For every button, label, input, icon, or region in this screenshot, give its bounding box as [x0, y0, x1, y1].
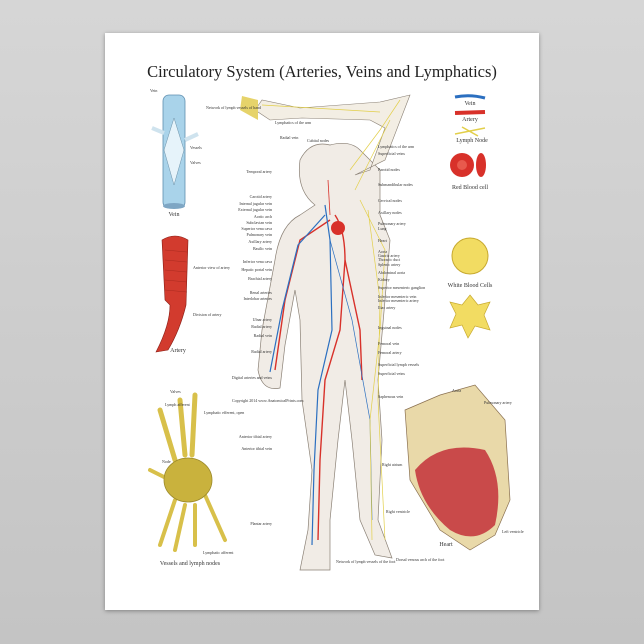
- label-node: Node: [162, 459, 171, 464]
- label-right-ventricle: Right ventricle: [386, 509, 410, 514]
- label-right: Axillary nodes: [378, 210, 402, 215]
- poster-title: Circulatory System (Arteries, Veins and …: [147, 62, 497, 81]
- label-vein: Vein: [150, 88, 158, 93]
- label-valves: Valves: [190, 160, 201, 165]
- label-right: Submandibular nodes: [378, 182, 413, 187]
- label-left: Aortic arch: [253, 214, 272, 219]
- label-left: Interlobar arteries: [243, 296, 272, 301]
- lymph-node-illustration: [148, 392, 227, 552]
- label-left: Radial artery: [251, 349, 272, 354]
- label-left: Superior vena cava: [241, 226, 272, 231]
- label-left: Carotid artery: [249, 194, 272, 199]
- label-right: Kidney: [378, 277, 390, 282]
- caption-lymph: Vessels and lymph nodes: [159, 561, 221, 567]
- label-left: Anterior tibial vein: [241, 446, 272, 451]
- label-left: Basilic vein: [253, 246, 272, 251]
- label-left: Ulnar artery: [252, 317, 272, 322]
- label-artery-division: Division of artery: [193, 312, 222, 317]
- label-right: Parotid nodes: [378, 167, 400, 172]
- artery-illustration: [155, 235, 189, 353]
- legend-vein-swatch: [454, 94, 486, 100]
- heart-illustration: [404, 384, 511, 551]
- caption-heart: Heart: [439, 542, 453, 548]
- label-right: Thoracic duct: [378, 257, 401, 262]
- label-left: Internal jugular vein: [239, 201, 272, 206]
- arteries: [274, 179, 363, 541]
- label-heart-aorta: Aorta: [452, 388, 462, 393]
- label-right: Femoral vein: [378, 341, 400, 346]
- vein-illustration: [151, 94, 199, 209]
- label-left: Anterior tibial artery: [238, 434, 272, 439]
- label-left: Inferior vena cava: [242, 259, 272, 264]
- label-left: Digital arteries and veins: [231, 375, 272, 380]
- label-right: Superficial veins: [378, 151, 405, 156]
- label-right: Heart: [378, 238, 387, 243]
- legend-artery-swatch: [454, 110, 486, 115]
- label-right: Lung: [378, 226, 387, 231]
- label-right: Splenic artery: [378, 262, 401, 267]
- label-right: Inferior mesenteric vein: [378, 294, 417, 299]
- label-right: Aorta: [378, 249, 388, 254]
- heart-mark: [331, 221, 345, 235]
- label-left: Brachial artery: [248, 276, 272, 281]
- label-left: Subclavian vein: [246, 220, 272, 225]
- label-left: Pulmonary vein: [246, 232, 272, 237]
- label-right: Superficial veins: [378, 371, 405, 376]
- label-lymphatic-afferent: Lymphatic afferent: [203, 550, 234, 555]
- legend-lymph-label: Lymph Node: [456, 138, 488, 144]
- label-left: Plantar artery: [250, 521, 272, 526]
- label-left-ventricle: Left ventricle: [502, 529, 524, 534]
- label-right: Abdominal aorta: [378, 270, 405, 275]
- legend-artery-label: Artery: [462, 117, 478, 123]
- label-top: Radial vein: [280, 135, 299, 140]
- label-left: Radial artery: [251, 324, 272, 329]
- label-left: Renal arteries: [249, 290, 272, 295]
- label-vessels: Vessels: [190, 145, 202, 150]
- label-right: Superior mesenteric ganglion: [378, 285, 426, 290]
- label-left: Radial vein: [253, 333, 272, 338]
- label-left: Temporal artery: [246, 169, 272, 174]
- label-lymph-afferent: Lymph afferent: [165, 402, 190, 407]
- lymphatics: [261, 99, 401, 541]
- legend-lymph-swatch: [454, 126, 486, 137]
- label-right: Iliac artery: [378, 305, 396, 310]
- caption-artery: Artery: [170, 348, 186, 354]
- label-right: Inferior mesenteric artery: [378, 298, 419, 303]
- label-left: Hepatic portal vein: [241, 267, 272, 272]
- caption-rbc: Red Blood cell: [452, 185, 488, 191]
- label-heart-pulmonary: Pulmonary artery: [484, 400, 512, 405]
- label-right: Cervical nodes: [378, 198, 402, 203]
- legend-vein-label: Vein: [464, 101, 476, 107]
- label-bottom: Dorsal venous arch of the foot: [396, 557, 445, 562]
- label-left: Axillary artery: [248, 239, 272, 244]
- caption-vein: Vein: [168, 212, 180, 218]
- label-top: Lymphatics of the arm: [275, 120, 312, 125]
- label-left: External jugular vein: [238, 207, 272, 212]
- label-right: Gastric artery: [378, 253, 400, 258]
- label-right-atrium: Right atrium: [382, 462, 403, 467]
- label-top: Network of lymph vessels of hand: [206, 105, 261, 110]
- label-right: Lymphatics of the arm: [378, 144, 415, 149]
- label-right: Saphenous vein: [378, 394, 404, 399]
- label-artery-view: Anterior view of artery: [193, 265, 230, 270]
- white-blood-cell-amoeboid: [449, 294, 491, 339]
- label-lymph-valves: Valves: [170, 389, 181, 394]
- red-blood-cell-illustration: [450, 153, 486, 177]
- white-blood-cell-illustration: [451, 237, 489, 275]
- caption-wbc: White Blood Cells: [447, 283, 493, 289]
- label-right: Inguinal nodes: [378, 325, 402, 330]
- label-right: Superficial lymph vessels: [378, 362, 420, 367]
- label-right: Pulmonary artery: [378, 221, 406, 226]
- human-figure: [240, 94, 411, 571]
- label-bottom: Network of lymph vessels of the foot: [336, 559, 396, 564]
- label-right: Femoral artery: [378, 350, 402, 355]
- copyright: Copyright 2014 www.AnatomicalPrints.com: [232, 398, 304, 403]
- label-lymph-efferent: Lymphatic efferent, open: [204, 410, 245, 415]
- label-top: Cubital nodes: [307, 138, 330, 143]
